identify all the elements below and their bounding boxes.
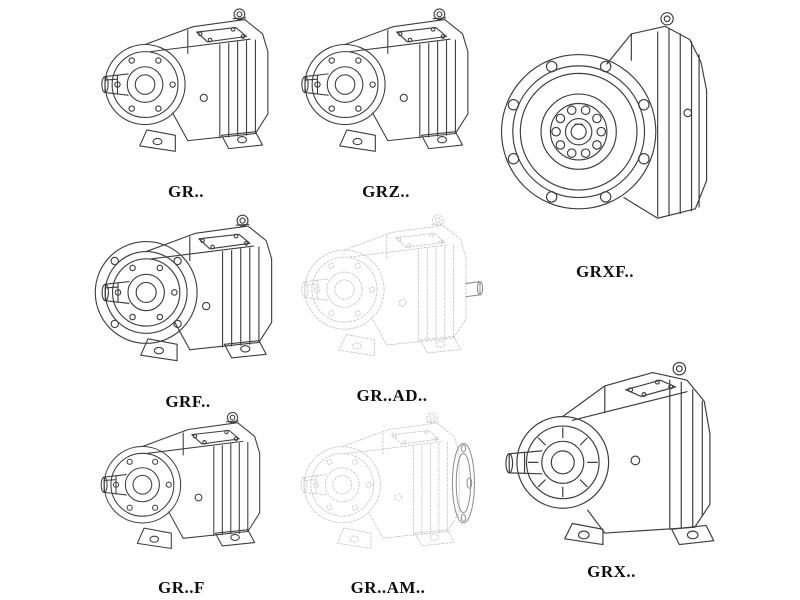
- gear-unit-label-gr-f: GR..F: [158, 578, 205, 597]
- gear-unit-drawing-gr-am: [300, 412, 475, 549]
- gear-unit-label-grx: GRX..: [587, 562, 636, 581]
- gear-unit-label-gr-ad: GR..AD..: [356, 386, 428, 405]
- gear-unit-label-gr: GR..: [168, 182, 204, 201]
- gear-unit-drawing-grxf: [500, 12, 708, 219]
- motor-adapter-flange: [451, 442, 475, 524]
- figure-grxf: GRXF..: [492, 0, 718, 282]
- figure-gr: GR..: [88, 0, 284, 202]
- figure-gr-ad: GR..AD..: [288, 206, 496, 406]
- gear-unit-drawing-grz: [301, 8, 469, 152]
- gear-unit-label-grf: GRF..: [165, 392, 211, 411]
- gear-unit-drawing-grf: [94, 214, 273, 362]
- figure-gr-am: GR..AM..: [288, 404, 488, 598]
- gear-unit-drawing-gr-f: [100, 411, 261, 550]
- gear-unit-drawing-gr: [101, 8, 269, 152]
- figure-grf: GRF..: [88, 206, 288, 412]
- figure-grz: GRZ..: [288, 0, 484, 202]
- input-adapter-shaft: [465, 281, 484, 298]
- figure-grx: GRX..: [492, 298, 731, 582]
- gear-unit-drawing-gr-ad: [301, 214, 484, 357]
- figure-gr-f: GR..F: [88, 404, 275, 598]
- gear-unit-label-gr-am: GR..AM..: [350, 578, 426, 597]
- gear-unit-label-grxf: GRXF..: [575, 262, 635, 281]
- gear-unit-label-grz: GRZ..: [362, 182, 410, 201]
- gear-unit-drawing-grx: [505, 361, 715, 546]
